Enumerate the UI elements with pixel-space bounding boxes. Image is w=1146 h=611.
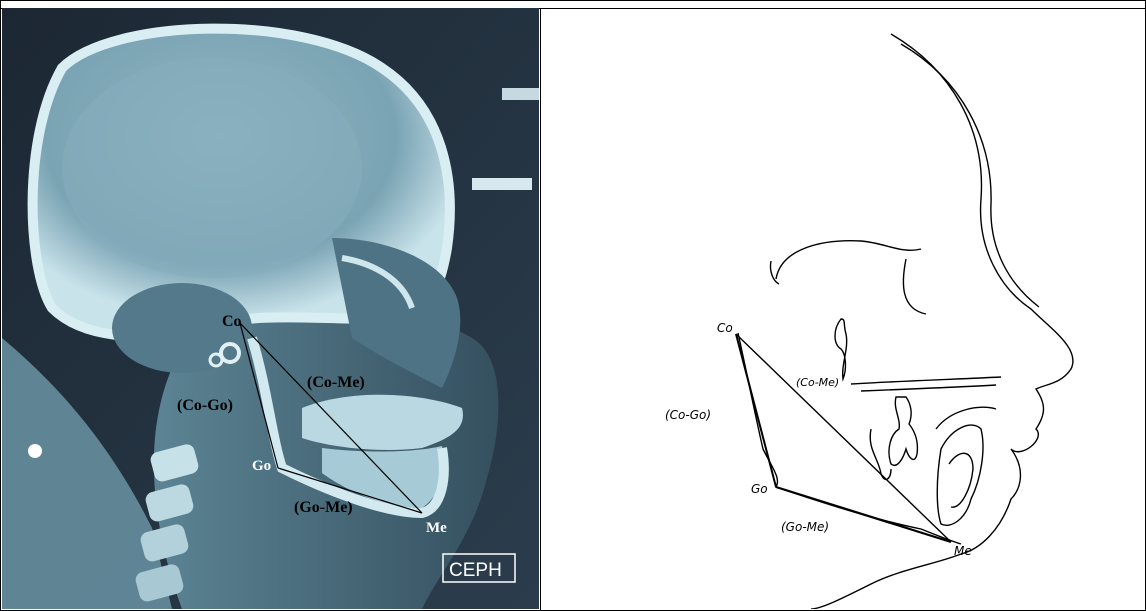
xray-panel: Co Go Me (Co-Go) (Co-Me) (Go-Me) CEPH — [2, 8, 539, 609]
xray-image: Co Go Me (Co-Go) (Co-Me) (Go-Me) CEPH — [2, 8, 539, 609]
xray-point-go: Go — [252, 458, 271, 474]
tracing-point-go: Go — [751, 482, 768, 496]
tracing-panel: Co Go Me (Co-Go) (Co-Me) (Go-Me) — [541, 9, 1145, 609]
ceph-badge: CEPH — [449, 560, 502, 581]
tracing-point-me: Me — [954, 544, 972, 558]
xray-segment-co-me: (Co-Me) — [307, 374, 365, 391]
xray-point-co: Co — [222, 313, 242, 330]
tracing-segment-go-me: (Go-Me) — [781, 520, 829, 534]
tracing-drawing: Co Go Me (Co-Go) (Co-Me) (Go-Me) — [541, 9, 1145, 609]
xray-segment-go-me: (Go-Me) — [294, 499, 353, 516]
tracing-segment-co-go: (Co-Go) — [665, 408, 711, 422]
xray-segment-co-go: (Co-Go) — [177, 397, 233, 414]
tracing-segment-co-me: (Co-Me) — [796, 376, 839, 389]
xray-point-me: Me — [426, 520, 447, 536]
tracing-point-co: Co — [717, 321, 733, 335]
